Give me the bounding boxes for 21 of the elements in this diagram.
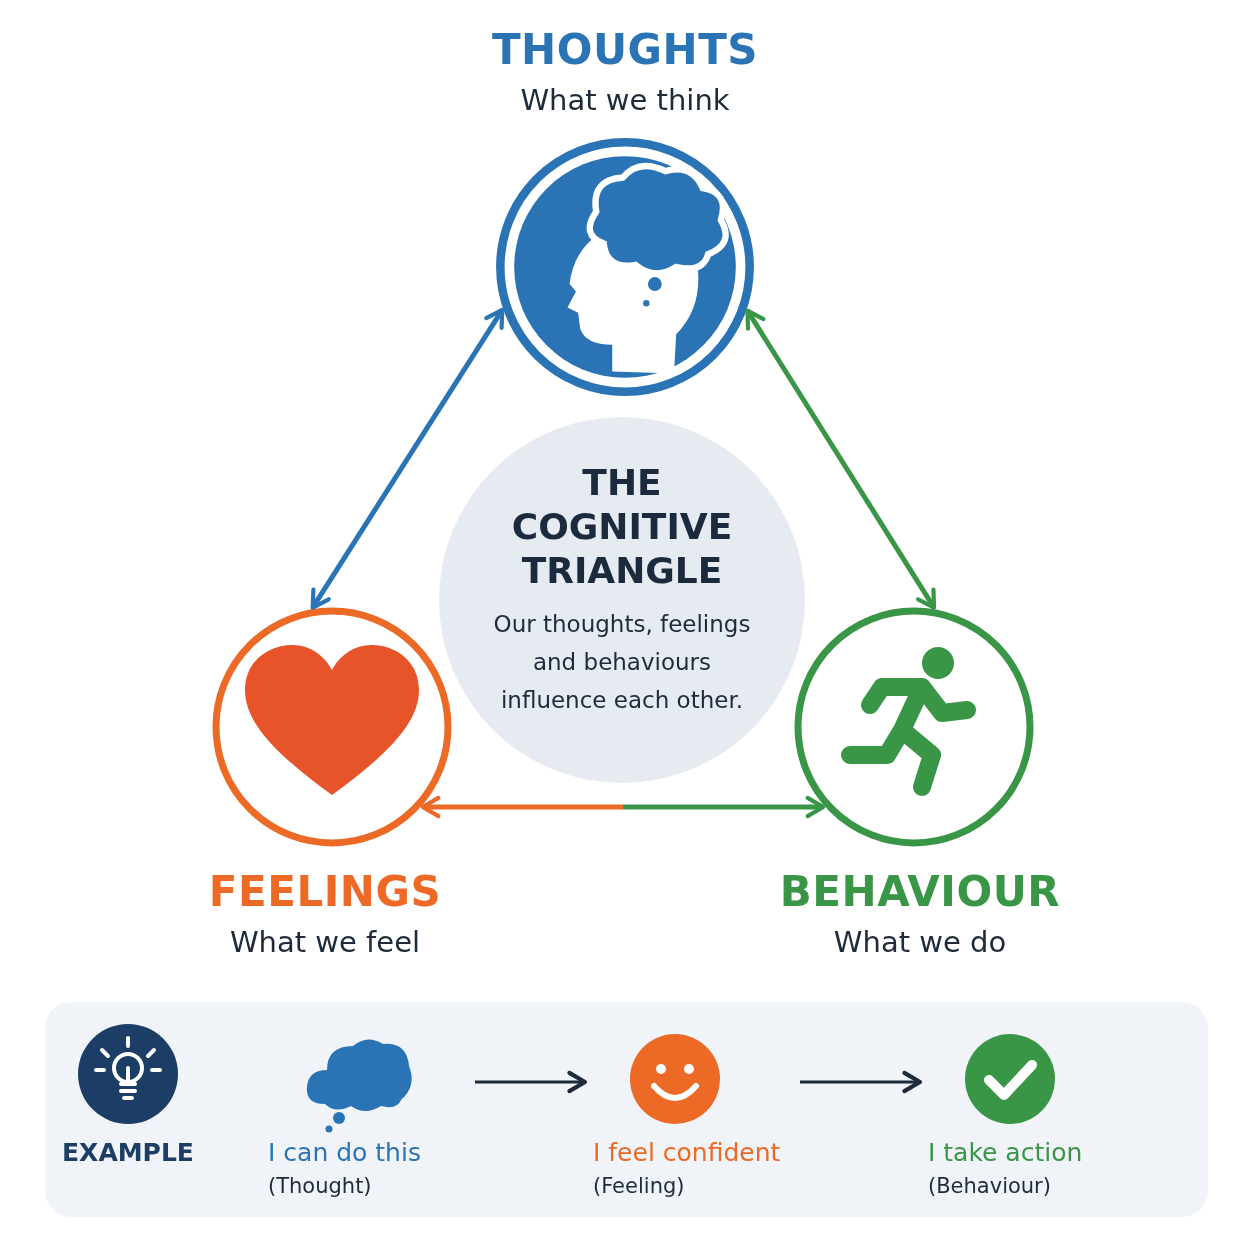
example-category: (Thought) (268, 1174, 372, 1198)
example-panel (45, 1002, 1208, 1217)
concept-subtitle: What we feel (228, 925, 422, 959)
example-statement: I take action (928, 1138, 1083, 1167)
double-headed-arrow (745, 308, 937, 610)
example-category: (Feeling) (593, 1174, 685, 1198)
concept-heading: FEELINGS (207, 867, 443, 916)
arrow (475, 1070, 588, 1094)
arrow (800, 1070, 923, 1094)
center-heading: THE COGNITIVE TRIANGLE (510, 461, 734, 593)
example-category: (Behaviour) (928, 1174, 1051, 1198)
example-statement: I feel confident (593, 1138, 781, 1167)
center-description: Our thoughts, feelings and behaviours influence each other. (492, 610, 752, 715)
example-heading: EXAMPLE (61, 1138, 195, 1167)
double-headed-arrow (420, 795, 826, 819)
concept-heading: THOUGHTS (490, 25, 760, 74)
concept-heading: BEHAVIOUR (778, 867, 1062, 916)
concept-subtitle: What we think (519, 83, 731, 117)
double-headed-arrow (310, 307, 505, 610)
example-statement: I can do this (268, 1138, 421, 1167)
concept-subtitle: What we do (832, 925, 1008, 959)
